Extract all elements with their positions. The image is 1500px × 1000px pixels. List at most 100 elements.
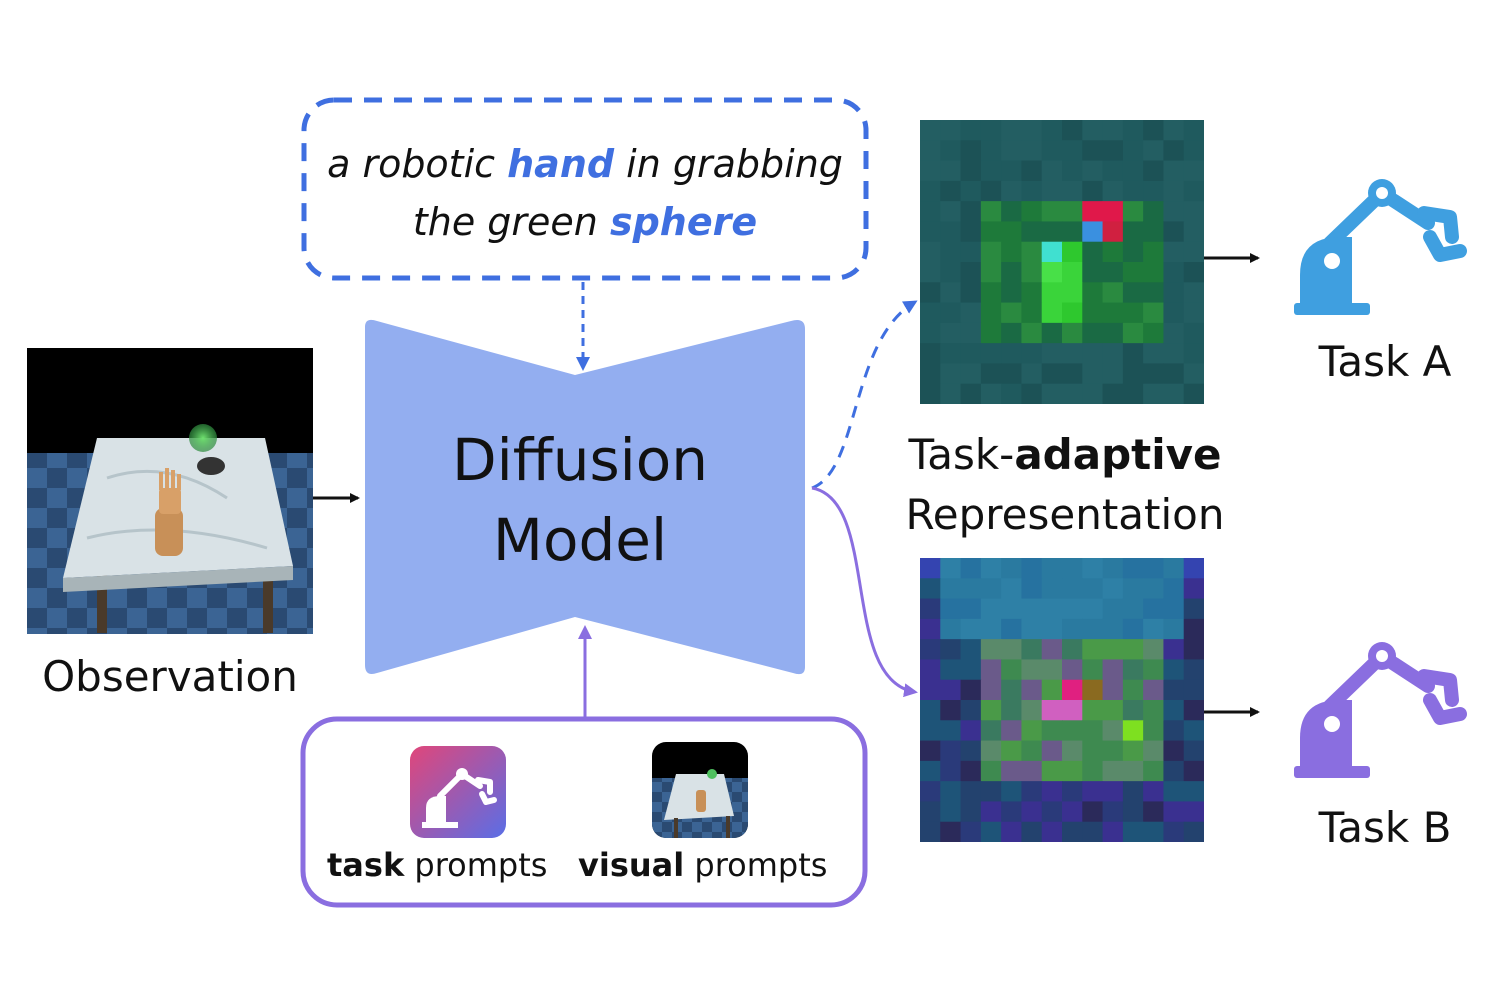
heatmap-cell — [960, 639, 982, 661]
heatmap-cell — [1062, 221, 1083, 243]
model-line1: Diffusion — [451, 426, 709, 494]
heatmap-cell — [1183, 578, 1204, 600]
heatmap-cell — [1001, 760, 1023, 782]
heatmap-cell — [1143, 760, 1165, 782]
heatmap-cell — [1082, 639, 1104, 661]
heatmap-cell — [960, 120, 982, 141]
heatmap-cell — [960, 740, 982, 762]
heatmap-cell — [920, 282, 941, 304]
heatmap-cell — [960, 262, 982, 283]
heatmap-cell — [1102, 578, 1124, 600]
heatmap-cell — [960, 598, 982, 620]
heatmap-cell — [940, 302, 962, 324]
visual-prompts-bold: visual — [578, 846, 685, 884]
heatmap-cell — [920, 140, 941, 162]
heatmap-cell — [980, 282, 1002, 304]
heatmap-cell — [960, 343, 982, 365]
heatmap-cell — [1183, 160, 1204, 182]
heatmap-cell — [1183, 558, 1204, 579]
heatmap-cell — [960, 160, 982, 182]
heatmap-cell — [920, 558, 941, 579]
heatmap-cell — [1122, 302, 1144, 324]
heatmap-cell — [1163, 180, 1185, 202]
heatmap-cell — [1041, 659, 1063, 681]
heatmap-cell — [1122, 821, 1144, 842]
heatmap-cell — [940, 120, 962, 141]
heatmap-cell — [1021, 578, 1043, 600]
heatmap-cell — [940, 781, 962, 803]
heatmap-cell — [1102, 383, 1124, 404]
heatmap-cell — [1082, 740, 1104, 762]
heatmap-cell — [1001, 363, 1023, 385]
heatmap-cell — [1143, 262, 1165, 283]
heatmap-cell — [1041, 639, 1063, 661]
heatmap-cell — [1122, 801, 1144, 823]
task-prompts-rest: prompts — [404, 846, 548, 884]
heatmap-cell — [1163, 781, 1185, 803]
heatmap-cell — [1163, 343, 1185, 365]
heatmap-cell — [980, 120, 1002, 141]
heatmap-cell — [1062, 120, 1083, 141]
heatmap-cell — [1143, 821, 1165, 842]
heatmap-cell — [1041, 801, 1063, 823]
task-prompt-icon — [410, 746, 506, 838]
heatmap-cell — [1163, 639, 1185, 661]
heatmap-cell — [1122, 740, 1144, 762]
heatmap-cell — [1001, 558, 1023, 579]
heatmap-cell — [1062, 821, 1083, 842]
heatmap-cell — [1102, 700, 1124, 721]
task-a-label: Task A — [1318, 337, 1452, 386]
heatmap-cell — [940, 343, 962, 365]
heatmap-cell — [920, 322, 941, 344]
heatmap-cell — [1122, 781, 1144, 803]
heatmap-cell — [1183, 781, 1204, 803]
heatmap-cell — [960, 282, 982, 304]
heatmap-cell — [1001, 302, 1023, 324]
heatmap-cell — [920, 740, 941, 762]
heatmap-cell — [1122, 140, 1144, 162]
heatmap-cell — [1082, 821, 1104, 842]
heatmap-cell — [1163, 801, 1185, 823]
heatmap-cell — [960, 221, 982, 243]
heatmap-cell — [1163, 221, 1185, 243]
heatmap-cell — [960, 140, 982, 162]
heatmap-cell — [1041, 578, 1063, 600]
heatmap-cell — [1001, 659, 1023, 681]
heatmap-cell — [940, 618, 962, 640]
heatmap-cell — [1102, 760, 1124, 782]
heatmap-cell — [1183, 760, 1204, 782]
heatmap-cell — [1001, 160, 1023, 182]
heatmap-cell — [1143, 140, 1165, 162]
heatmap-cell — [980, 180, 1002, 202]
heatmap-cell — [980, 679, 1002, 701]
heatmap-cell — [1143, 160, 1165, 182]
heatmap-cell — [980, 801, 1002, 823]
heatmap-cell — [1021, 383, 1043, 404]
heatmap-cell — [920, 120, 941, 141]
visual-prompts-label: visual prompts — [578, 846, 827, 884]
heatmap-cell — [1062, 322, 1083, 344]
heatmap-cell — [940, 363, 962, 385]
heatmap-cell — [980, 760, 1002, 782]
heatmap-cell — [1163, 322, 1185, 344]
heatmap-cell — [1122, 679, 1144, 701]
heatmap-cell — [1122, 598, 1144, 620]
heatmap-cell — [1183, 140, 1204, 162]
heatmap-cell — [1082, 201, 1104, 223]
heatmap-cell — [1163, 740, 1185, 762]
heatmap-cell — [1021, 262, 1043, 283]
heatmap-cell — [940, 383, 962, 404]
heatmap-cell — [920, 801, 941, 823]
heatmap-cell — [920, 160, 941, 182]
heatmap-cell — [1001, 618, 1023, 640]
heatmap-cell — [1001, 578, 1023, 600]
heatmap-cell — [1021, 221, 1043, 243]
heatmap-cell — [920, 781, 941, 803]
heatmap-cell — [920, 700, 941, 721]
heatmap-cell — [920, 201, 941, 223]
heatmap-cell — [980, 740, 1002, 762]
heatmap-cell — [1183, 700, 1204, 721]
heatmap-cell — [1143, 558, 1165, 579]
heatmap-cell — [1082, 760, 1104, 782]
heatmap-cell — [980, 578, 1002, 600]
